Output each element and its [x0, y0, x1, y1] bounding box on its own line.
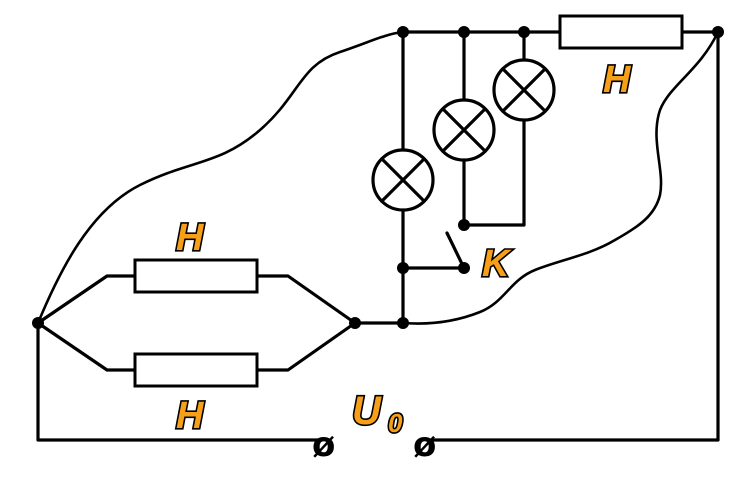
junction-node	[32, 317, 44, 329]
resistor-parallel-upper-label: H	[176, 217, 205, 259]
resistor-parallel-upper	[133, 258, 259, 294]
resistor-top-right-label: H	[603, 59, 632, 101]
wavy-left-connection	[36, 30, 405, 325]
junction-node	[397, 317, 409, 329]
parallel-lower-wire	[36, 321, 137, 372]
junction-node	[458, 262, 470, 274]
junction-node	[712, 26, 724, 38]
parallel-upper-wire-right	[255, 274, 357, 325]
switch-blade	[445, 231, 466, 270]
parallel-lower-wire-right	[255, 321, 357, 372]
junction-node	[397, 26, 409, 38]
junction-node	[518, 26, 530, 38]
lamp-3	[492, 58, 556, 122]
junction-node	[458, 219, 470, 231]
source-terminal-left: ø	[312, 425, 335, 465]
resistor-parallel-lower-label: H	[176, 395, 205, 437]
junction-node	[458, 26, 470, 38]
left-supply-wire	[36, 321, 324, 442]
source-terminal-right: ø	[413, 425, 436, 465]
source-voltage-subscript: 0	[388, 408, 403, 438]
resistor-top-right	[558, 14, 684, 50]
lamp-2	[432, 98, 496, 162]
resistor-parallel-lower	[133, 352, 259, 388]
junction-node	[397, 262, 409, 274]
lamp-1	[371, 148, 435, 212]
right-supply-wire	[432, 30, 720, 442]
switch-label: K	[482, 243, 512, 285]
parallel-upper-wire	[36, 274, 137, 325]
source-voltage-label: U	[352, 389, 382, 433]
junction-node	[349, 317, 361, 329]
wavy-right-connection	[401, 30, 720, 325]
